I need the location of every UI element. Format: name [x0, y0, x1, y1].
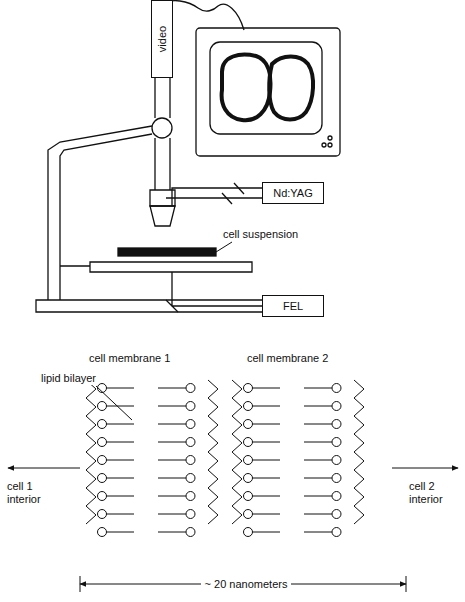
cell-image: [222, 55, 271, 121]
leader-line: [216, 242, 232, 252]
part-label: lipid bilayer: [40, 372, 97, 385]
microscope-stage: [60, 262, 252, 272]
focus-knob: [152, 118, 172, 138]
box-label: video: [156, 26, 168, 52]
box-label: Nd:YAG: [273, 187, 313, 199]
cell-image: [269, 57, 313, 120]
fel-beam: [166, 272, 262, 312]
camera-cable: [162, 1, 244, 30]
part-label: cell suspension: [222, 228, 299, 241]
region-label: cell 1 interior: [6, 480, 58, 506]
interior-arrow: [8, 468, 80, 469]
region-label: cell 2 interior: [408, 480, 460, 506]
monitor-screen: [210, 42, 322, 134]
body-tube: [150, 138, 175, 206]
microscope-arm: [48, 126, 152, 300]
video-camera: video: [151, 0, 173, 78]
part-label: cell membrane 1: [88, 352, 171, 365]
monitor-knob: [328, 143, 332, 147]
interior-arrow: [392, 468, 458, 469]
part-label: cell membrane 2: [246, 352, 329, 365]
beam-splitter: [222, 183, 244, 204]
leader-line: [96, 386, 132, 420]
body-tube: [155, 78, 170, 118]
dimension-tick: [80, 576, 406, 592]
laser-box: Nd:YAG: [262, 182, 324, 204]
lipid-bilayer: [86, 380, 364, 537]
dimension-label: ~ 20 nanometers: [201, 578, 292, 591]
cell-suspension: [118, 248, 216, 256]
objective: [150, 206, 175, 226]
monitor-knob: [328, 136, 332, 140]
laser-beam: [166, 188, 262, 206]
monitor: [196, 28, 340, 156]
box-label: FEL: [283, 300, 303, 312]
laser-box: FEL: [262, 295, 324, 317]
monitor-knob: [322, 143, 326, 147]
